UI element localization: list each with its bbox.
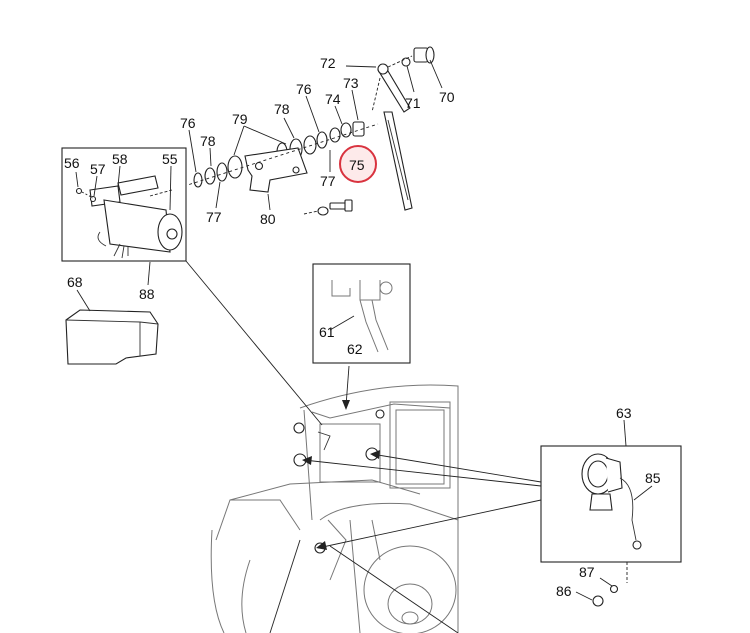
callout-leaders [75,59,653,601]
callout-78: 78 [200,133,216,149]
wiper-arm-assembly [371,63,413,211]
callout-88: 88 [139,286,155,302]
callout-87: 87 [579,564,595,580]
callout-86: 86 [556,583,572,599]
callout-68: 68 [67,274,83,290]
lamp-fasteners [592,562,628,607]
wiper-bracket [171,123,379,193]
callout-80: 80 [260,211,276,227]
work-lamp [581,453,642,550]
callout-77: 77 [206,209,222,225]
callout-57: 57 [90,161,106,177]
seal-profile [329,280,393,353]
motor-cover [65,309,159,365]
wiper-motor [75,175,183,259]
wiper-nut-bushing [387,46,435,68]
callout-58: 58 [112,151,128,167]
bracket-bolt [303,199,353,216]
callout-63: 63 [616,405,632,421]
callout-71: 71 [405,95,421,111]
callout-55: 55 [162,151,178,167]
callout-72: 72 [320,55,336,71]
callout-78: 78 [274,101,290,117]
callout-62: 62 [347,341,363,357]
callout-73: 73 [343,75,359,91]
tractor-illustration [210,384,459,633]
callout-70: 70 [439,89,455,105]
callout-56: 56 [64,155,80,171]
callout-labels: 72 70 71 73 76 74 78 79 76 78 75 77 77 8… [64,55,661,599]
callout-75: 75 [349,157,365,173]
callout-61: 61 [319,324,335,340]
callout-85: 85 [645,470,661,486]
seal-detail-box [312,263,411,364]
connector-lines [185,260,542,633]
callout-74: 74 [325,91,341,107]
callout-76: 76 [296,81,312,97]
callout-77: 77 [320,173,336,189]
callout-76: 76 [180,115,196,131]
highlight-ring [339,145,377,183]
callout-79: 79 [232,111,248,127]
